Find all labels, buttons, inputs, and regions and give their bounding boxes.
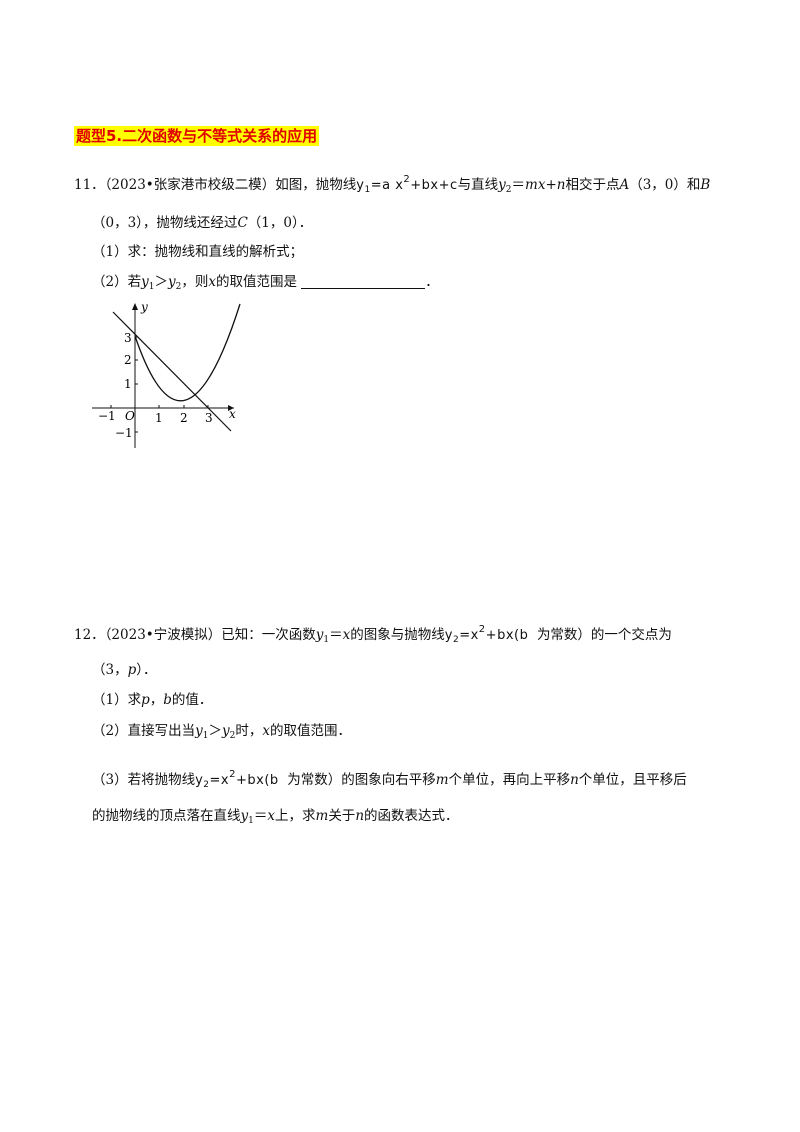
tick-label-y-1: 1 [124, 377, 132, 391]
y-axis-label: y [140, 300, 148, 314]
q11-graph: y x O −1 1 2 3 3 2 1 −1 [92, 300, 241, 448]
q11-parabola-formula: y1=a x2+bx+c [356, 174, 458, 195]
q12-line-2: （3，p）． [92, 662, 157, 678]
q11-number: 11． [74, 177, 105, 193]
q12-number: 12． [74, 627, 105, 643]
q11-part-1: （1）求：抛物线和直线的解析式； [92, 244, 304, 260]
q11-source: （2023•张家港市校级二模） [104, 177, 276, 193]
answer-blank[interactable] [301, 274, 426, 289]
q11-line-2: （0，3），抛物线还经过C（1，0）． [92, 215, 313, 231]
q12-line-1: 12．（2023•宁波模拟）已知：一次函数y1＝x的图象与抛物线y2=x2+bx… [74, 624, 672, 645]
x-axis-arrow [228, 405, 234, 411]
q11-part-2: （2）若y1＞y2，则x的取值范围是 ． [92, 274, 439, 292]
origin-label: O [125, 409, 135, 423]
x-axis-label: x [229, 407, 236, 421]
tick-label-y-3: 3 [124, 331, 132, 345]
tick-label-y-2: 2 [124, 353, 132, 367]
q11-mid: 与直线 [457, 177, 499, 193]
tick-label-x-2: 2 [180, 411, 188, 425]
y-axis-arrow [132, 303, 138, 310]
q11-line-1: 11．（2023•张家港市校级二模）如图，抛物线y1=a x2+bx+c与直线y… [74, 174, 711, 195]
q12-parabola-formula-2: y2=x2+bx(b [195, 769, 279, 790]
tick-label-x-neg1: −1 [98, 409, 116, 423]
q12-part-1: （1）求p，b的值． [92, 692, 213, 708]
q12-part-3: （3）若将抛物线y2=x2+bx(b 为常数）的图象向右平移m个单位，再向上平移… [92, 769, 687, 790]
tick-label-x-1: 1 [155, 411, 163, 425]
line-y2 [112, 311, 232, 432]
q12-parabola-formula: y2=x2+bx(b [444, 624, 529, 645]
q12-part-3-line-2: 的抛物线的顶点落在直线y1＝x上，求m关于n的函数表达式． [92, 808, 459, 826]
tick-label-x-3: 3 [205, 411, 213, 425]
tick-label-y-neg1: −1 [115, 426, 133, 440]
section-title: 题型5.二次函数与不等式关系的应用 [74, 126, 320, 146]
q12-part-2: （2）直接写出当y1＞y2时，x的取值范围． [92, 723, 351, 741]
q11-intro: 如图，抛物线 [275, 177, 357, 193]
q12-source: （2023•宁波模拟） [104, 627, 222, 643]
parabola-y1 [134, 303, 241, 402]
q11-line-expr: mx+n [525, 177, 566, 193]
